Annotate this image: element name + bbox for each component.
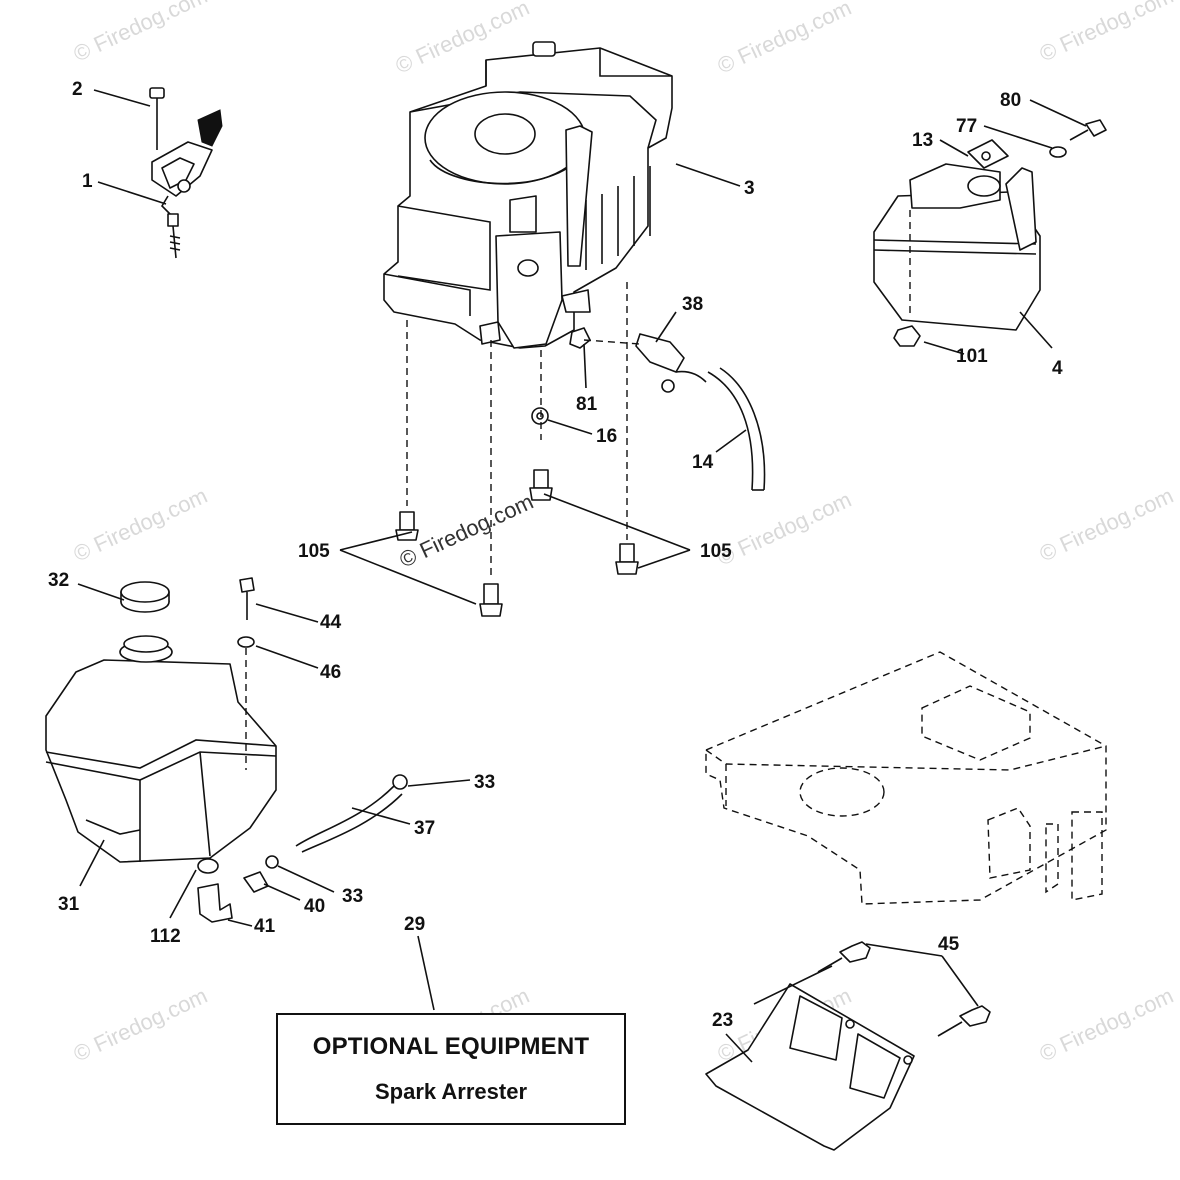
callout-46: 46 bbox=[320, 662, 341, 683]
callout-37: 37 bbox=[414, 818, 435, 839]
throttle-control-illustration bbox=[149, 87, 223, 259]
callout-31: 31 bbox=[58, 894, 80, 915]
callout-38: 38 bbox=[682, 294, 703, 315]
callout-41: 41 bbox=[254, 916, 276, 937]
callout-3: 3 bbox=[744, 178, 755, 199]
callout-40: 40 bbox=[304, 896, 325, 917]
callout-81: 81 bbox=[576, 394, 598, 415]
engine-illustration bbox=[383, 41, 673, 349]
watermark: © Firedog.com bbox=[1036, 483, 1178, 567]
fuel-filter-illustration bbox=[531, 327, 766, 491]
callout-29: 29 bbox=[404, 914, 425, 935]
optional-equipment-note: OPTIONAL EQUIPMENT Spark Arrester bbox=[276, 1013, 626, 1125]
watermark: © Firedog.com bbox=[70, 0, 212, 67]
leader-lines bbox=[77, 89, 1087, 1063]
callout-33: 33 bbox=[342, 886, 363, 907]
note-title: OPTIONAL EQUIPMENT bbox=[312, 1033, 590, 1060]
callout-1: 1 bbox=[82, 171, 93, 192]
callout-44: 44 bbox=[320, 612, 342, 633]
callout-80: 80 bbox=[1000, 90, 1021, 111]
watermark: © Firedog.com bbox=[1036, 0, 1178, 67]
spark-arrester-plate-illustration bbox=[705, 941, 991, 1151]
note-subtitle: Spark Arrester bbox=[374, 1079, 528, 1104]
muffler-illustration bbox=[873, 119, 1107, 347]
callout-4: 4 bbox=[1052, 358, 1063, 379]
callout-101: 101 bbox=[956, 346, 988, 367]
callout-105: 105 bbox=[298, 541, 330, 562]
callout-32: 32 bbox=[48, 570, 69, 591]
callout-77: 77 bbox=[956, 116, 977, 137]
watermark: © Firedog.com bbox=[714, 0, 856, 79]
tractor-frame-illustration bbox=[705, 651, 1107, 905]
callout-45: 45 bbox=[938, 934, 960, 955]
callout-16: 16 bbox=[596, 426, 617, 447]
mounting-guides bbox=[406, 282, 641, 580]
fuel-tank-illustration bbox=[45, 577, 277, 863]
watermark: © Firedog.com bbox=[1036, 983, 1178, 1067]
watermark: © Firedog.com bbox=[70, 983, 212, 1067]
callout-105: 105 bbox=[700, 541, 732, 562]
callout-14: 14 bbox=[692, 452, 714, 473]
engine-bolts bbox=[395, 469, 639, 617]
callout-33: 33 bbox=[474, 772, 495, 793]
callout-13: 13 bbox=[912, 130, 933, 151]
watermark: © Firedog.com bbox=[714, 487, 856, 571]
watermark: © Firedog.com bbox=[70, 483, 212, 567]
callout-23: 23 bbox=[712, 1010, 733, 1031]
callout-112: 112 bbox=[150, 926, 181, 947]
callout-2: 2 bbox=[72, 79, 83, 100]
fuel-hose-illustration bbox=[197, 774, 408, 923]
callout-numbers: 2 1 3 80 77 13 101 4 38 81 16 14 105 105… bbox=[48, 79, 1063, 1031]
